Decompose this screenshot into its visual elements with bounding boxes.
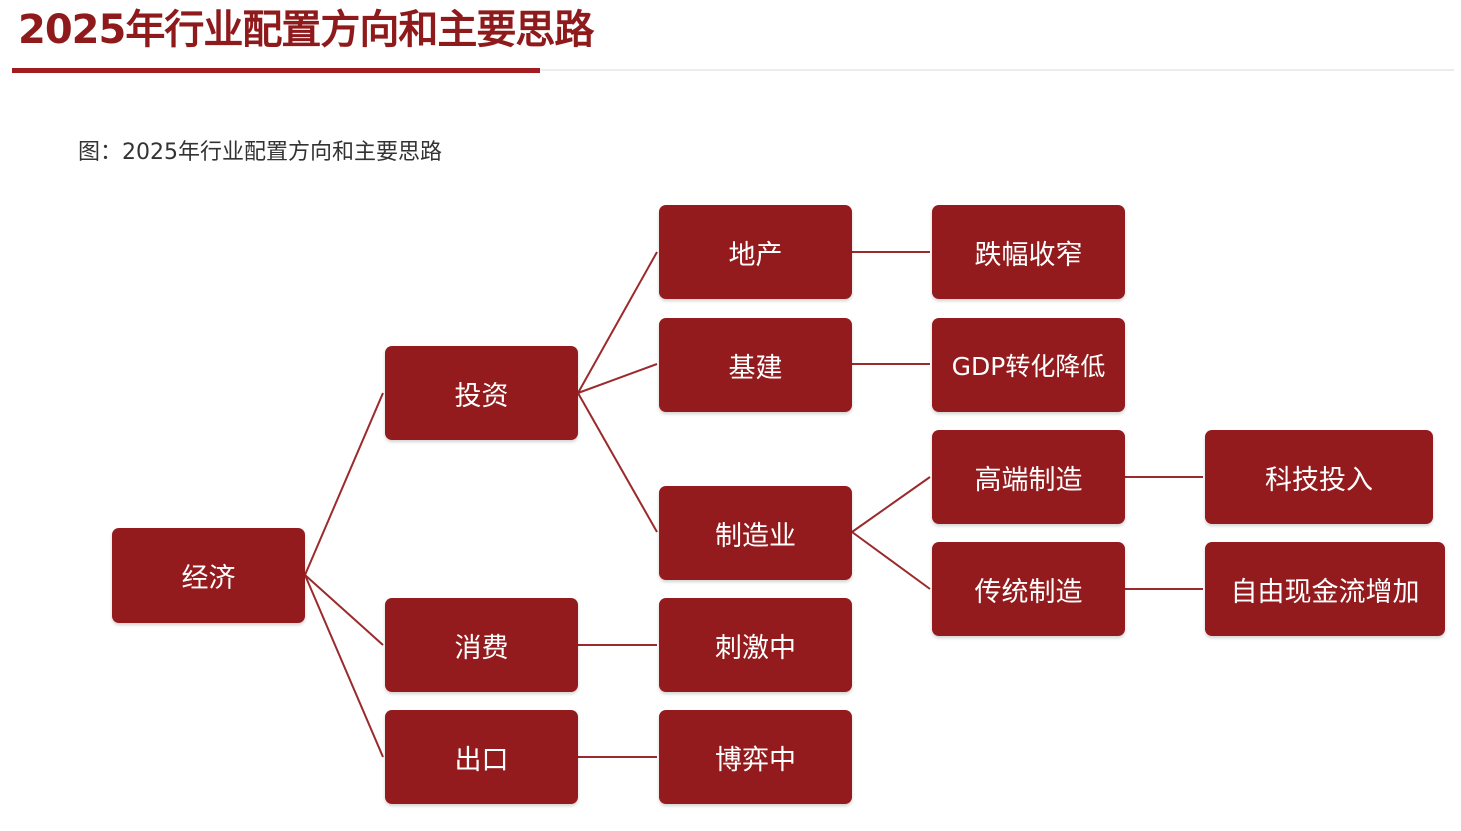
node-free-cash-flow: 自由现金流增加 xyxy=(1205,542,1445,636)
node-real-estate: 地产 xyxy=(659,205,852,299)
page-title: 2025年行业配置方向和主要思路 xyxy=(18,7,594,53)
node-economy: 经济 xyxy=(112,528,305,623)
node-infrastructure: 基建 xyxy=(659,318,852,412)
connector-investment-realestate xyxy=(577,251,658,394)
node-tech-investment: 科技投入 xyxy=(1205,430,1433,524)
connector-economy-export xyxy=(304,574,384,758)
figure-caption: 图：2025年行业配置方向和主要思路 xyxy=(78,140,442,165)
node-high-end-manufacturing: 高端制造 xyxy=(932,430,1125,524)
title-accent-bar xyxy=(12,68,540,73)
title-divider xyxy=(12,69,1454,71)
node-consumption: 消费 xyxy=(385,598,578,692)
node-gdp-conversion-lower: GDP转化降低 xyxy=(932,318,1125,412)
connector-economy-consumption xyxy=(304,574,384,646)
node-investment: 投资 xyxy=(385,346,578,440)
node-decline-narrowing: 跌幅收窄 xyxy=(932,205,1125,299)
node-traditional-manufacturing: 传统制造 xyxy=(932,542,1125,636)
connector-manufacturing-traditional xyxy=(851,531,931,590)
node-manufacturing: 制造业 xyxy=(659,486,852,580)
node-game: 博弈中 xyxy=(659,710,852,804)
node-export: 出口 xyxy=(385,710,578,804)
connector-manufacturing-highend xyxy=(851,476,931,533)
connector-investment-manufacturing xyxy=(577,392,658,533)
connector-economy-investment xyxy=(304,392,384,576)
node-stimulus: 刺激中 xyxy=(659,598,852,692)
connector-investment-infrastructure xyxy=(577,363,658,394)
